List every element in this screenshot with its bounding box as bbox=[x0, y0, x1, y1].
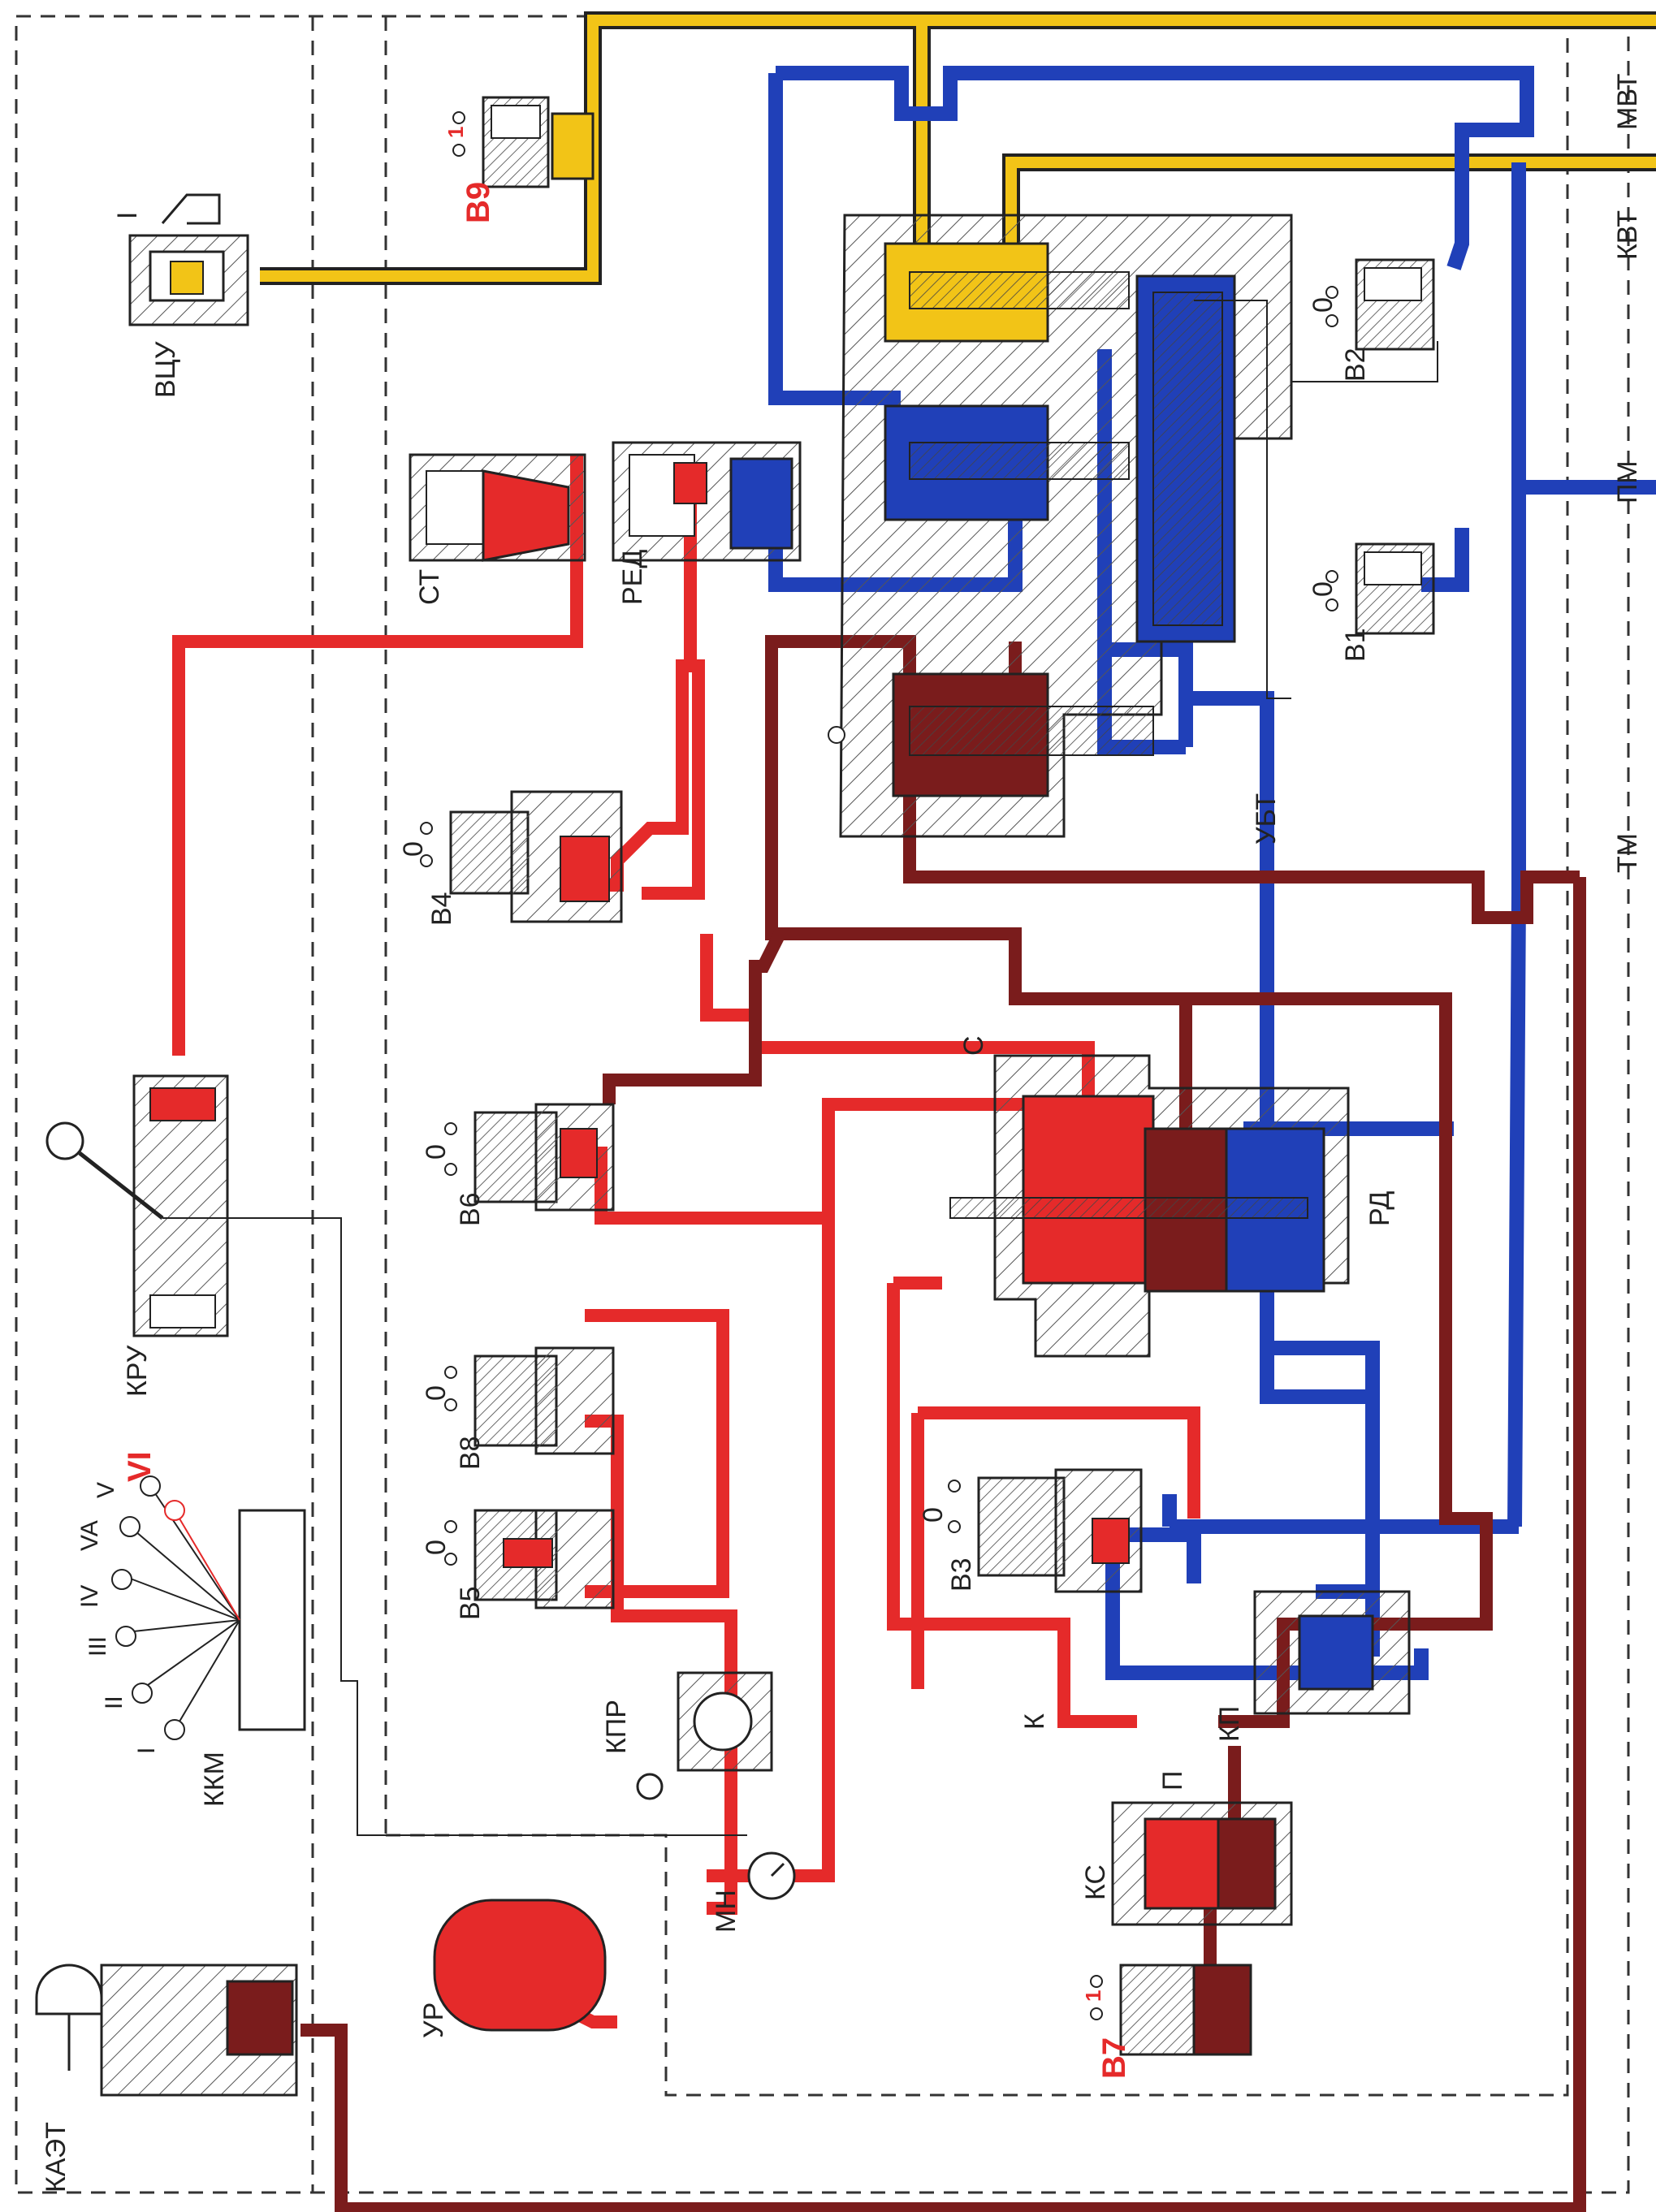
valve-v8 bbox=[444, 1346, 615, 1455]
label-mn: МН bbox=[711, 1890, 742, 1933]
label-v4: В4 bbox=[426, 892, 457, 926]
kkm-pos-5: V bbox=[93, 1482, 119, 1498]
label-p: П bbox=[1157, 1771, 1188, 1791]
label-kp: КП bbox=[1214, 1706, 1245, 1742]
label-v9: В9 bbox=[460, 182, 496, 223]
label-v3: В3 bbox=[946, 1557, 977, 1592]
vcu-valve bbox=[128, 193, 249, 326]
label-kpr: КПР bbox=[601, 1700, 632, 1754]
rd-unit bbox=[949, 1054, 1350, 1358]
text-labels: МВТ КВТ ПМ ТМ ВЦУ I В9 1 В2 0 В1 0 СТ РЕ… bbox=[41, 74, 1643, 2193]
valve-v4 bbox=[420, 790, 623, 923]
label-mvt: МВТ bbox=[1612, 74, 1643, 131]
label-vcu: ВЦУ bbox=[150, 341, 181, 398]
label-c: С bbox=[958, 1035, 989, 1056]
label-v6-zero: 0 bbox=[421, 1144, 452, 1160]
label-v7-sup: 1 bbox=[1081, 1990, 1105, 2002]
label-v2-zero: 0 bbox=[1308, 297, 1338, 313]
label-v3-zero: 0 bbox=[918, 1507, 949, 1523]
label-kkm: ККМ bbox=[199, 1752, 230, 1807]
label-v6: В6 bbox=[455, 1192, 486, 1226]
st-unit bbox=[409, 453, 586, 562]
kkm-pos-va: VA bbox=[76, 1520, 103, 1551]
label-v4-zero: 0 bbox=[398, 841, 429, 857]
ks-unit bbox=[1111, 1801, 1293, 1926]
valve-v1 bbox=[1325, 542, 1435, 635]
label-kaet: КАЭТ bbox=[41, 2122, 71, 2193]
kru-valve bbox=[45, 1074, 229, 1337]
kkm-pos-3: III bbox=[84, 1636, 111, 1657]
label-v8-zero: 0 bbox=[421, 1385, 452, 1401]
ubt-body bbox=[828, 214, 1293, 838]
ur-reservoir bbox=[433, 1899, 607, 2032]
label-kvt: КВТ bbox=[1612, 210, 1643, 260]
label-pm: ПМ bbox=[1612, 460, 1643, 503]
kkm-controller bbox=[111, 1475, 306, 1740]
valve-v2 bbox=[1325, 258, 1435, 351]
label-red: РЕД bbox=[617, 550, 648, 605]
label-vcu-pos: I bbox=[112, 212, 143, 219]
label-v1: В1 bbox=[1340, 628, 1371, 662]
kpr-valve bbox=[636, 1671, 773, 1800]
mn-gauge bbox=[747, 1851, 796, 1900]
red-unit bbox=[612, 441, 802, 562]
valve-v7 bbox=[1090, 1964, 1252, 2056]
label-v7: В7 bbox=[1096, 2037, 1132, 2079]
label-v2: В2 bbox=[1340, 348, 1371, 382]
label-st: СТ bbox=[414, 569, 445, 605]
label-v9-sup: 1 bbox=[443, 127, 468, 138]
label-ubt: УБТ bbox=[1251, 793, 1282, 845]
label-v5: В5 bbox=[455, 1586, 486, 1620]
valve-v3 bbox=[948, 1468, 1143, 1593]
label-v8: В8 bbox=[455, 1436, 486, 1470]
label-ks: КС bbox=[1080, 1864, 1111, 1900]
label-rd: РД bbox=[1364, 1191, 1395, 1226]
kp-unit bbox=[1253, 1590, 1411, 1715]
thin-lines bbox=[162, 300, 1438, 1836]
label-k: К bbox=[1019, 1713, 1050, 1730]
valve-v6 bbox=[444, 1103, 615, 1212]
label-kru: КРУ bbox=[122, 1345, 153, 1397]
kaet-valve bbox=[35, 1964, 298, 2097]
valve-v9 bbox=[452, 96, 595, 188]
label-v1-zero: 0 bbox=[1308, 581, 1338, 597]
kkm-pos-6: VI bbox=[122, 1451, 158, 1482]
valve-v5 bbox=[444, 1509, 615, 1609]
kkm-pos-4: IV bbox=[76, 1585, 103, 1608]
label-tm: ТМ bbox=[1612, 833, 1643, 873]
label-v5-zero: 0 bbox=[421, 1540, 452, 1555]
kkm-pos-1: I bbox=[133, 1748, 160, 1754]
kkm-pos-2: II bbox=[101, 1696, 128, 1709]
label-ur: УР bbox=[418, 2002, 449, 2038]
